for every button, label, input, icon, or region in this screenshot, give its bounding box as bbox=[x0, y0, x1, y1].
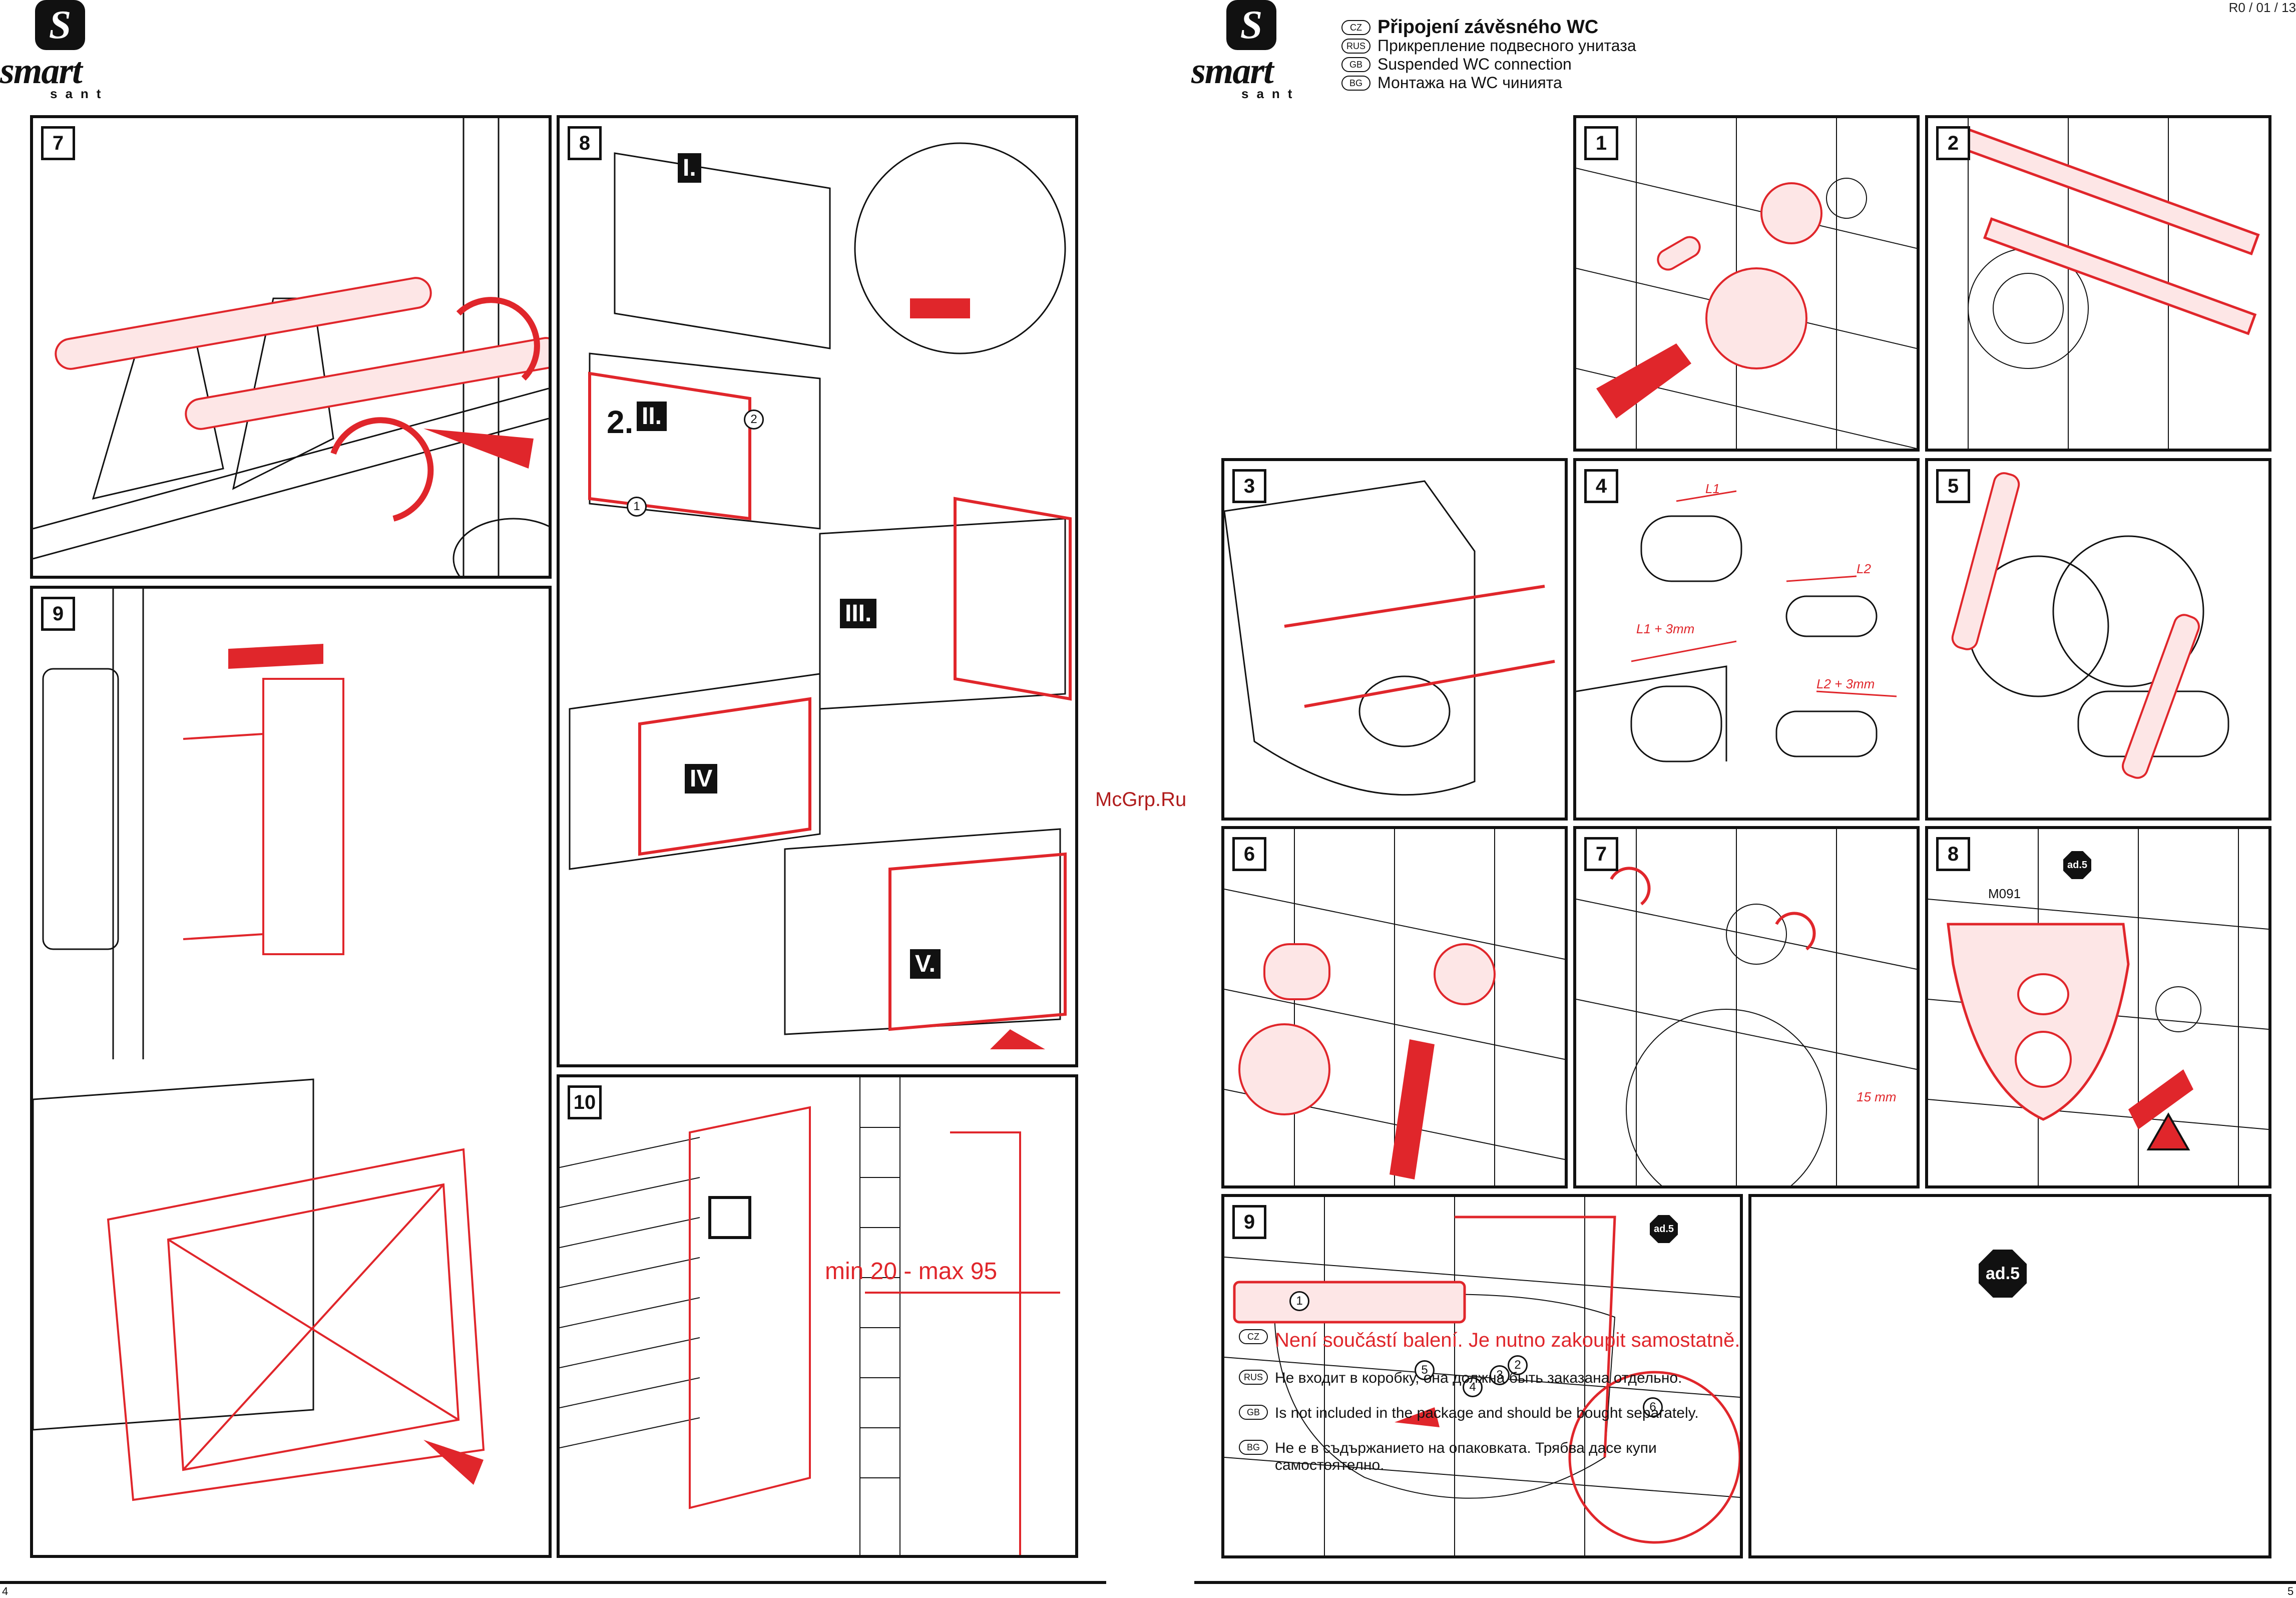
callout-2: 2 bbox=[744, 410, 764, 430]
brand-logo: S smart sant bbox=[1191, 0, 1316, 105]
page-number-right: 5 bbox=[2287, 1585, 2294, 1597]
brand-logo: S smart sant bbox=[0, 0, 125, 105]
label-m091: M091 bbox=[1988, 886, 2021, 901]
step-number: 6 bbox=[1232, 837, 1266, 871]
page-number-left: 4 bbox=[2, 1585, 9, 1597]
panel-r-step-7: 7 15 mm bbox=[1573, 826, 1920, 1188]
step-number: 4 bbox=[1584, 469, 1618, 503]
step-number: 9 bbox=[41, 597, 75, 631]
left-page: S smart sant 7 8 bbox=[0, 0, 1116, 1597]
brand-word: smart bbox=[0, 51, 83, 92]
illustration-rod-adjust bbox=[33, 118, 549, 576]
callout-3: 3 bbox=[1490, 1365, 1510, 1385]
illustration-mount-bowl bbox=[1224, 1197, 1740, 1555]
panel-step-10: 10 min 20 - max 95 bbox=[557, 1074, 1078, 1558]
step-number: 7 bbox=[41, 126, 75, 160]
roman-label-4: IV bbox=[685, 764, 718, 793]
roman-label-3: III. bbox=[840, 599, 877, 628]
bottom-rule-left bbox=[0, 1581, 1106, 1584]
step-number: 10 bbox=[568, 1085, 602, 1119]
illustration-insert-flange bbox=[1224, 829, 1565, 1185]
callout-1: 1 bbox=[1289, 1291, 1309, 1311]
callout-6: 6 bbox=[1643, 1397, 1663, 1417]
callout-5: 5 bbox=[1415, 1360, 1435, 1380]
illustration-measure-bowl bbox=[1224, 480, 1555, 796]
step-number: 7 bbox=[1584, 837, 1618, 871]
panel-step-7: 7 bbox=[30, 115, 552, 579]
panel-step-9: 9 bbox=[30, 586, 552, 1558]
step-number: 3 bbox=[1232, 469, 1266, 503]
callout-2: 2 bbox=[1508, 1355, 1528, 1375]
illustration-fix-studs bbox=[1576, 829, 1917, 1185]
dim-l2-plus: L2 + 3mm bbox=[1816, 676, 1875, 691]
brand-sub: sant bbox=[1241, 86, 1300, 101]
dim-l1: L1 bbox=[1705, 481, 1720, 496]
illustration-cut-pipes bbox=[1576, 490, 1897, 762]
illustration-flange-parts bbox=[1576, 118, 1917, 449]
illustration-flange-set bbox=[1958, 118, 2260, 449]
panel-step-8: 8 I. 2. II. III. IV bbox=[557, 115, 1078, 1067]
ad5-badge-large: ad.5 bbox=[1979, 1250, 2027, 1298]
dim-l1-plus: L1 + 3mm bbox=[1636, 621, 1695, 636]
ad5-badge-small: ad.5 bbox=[2063, 851, 2091, 879]
brand-word: smart bbox=[1191, 51, 1274, 92]
bottom-rule-right bbox=[1194, 1581, 2296, 1584]
callout-1: 1 bbox=[627, 497, 647, 517]
roman-label-1: I. bbox=[678, 153, 701, 183]
panel-r-step-8: 8 M091 ad.5 bbox=[1925, 826, 2271, 1188]
brand-badge: S bbox=[1226, 0, 1276, 50]
watermark: McGrp.Ru bbox=[1095, 788, 1187, 811]
panel-r-step-2: 2 bbox=[1925, 115, 2271, 452]
dim-15mm: 15 mm bbox=[1857, 1089, 1897, 1104]
panel-r-step-1: 1 bbox=[1573, 115, 1920, 452]
panel-note bbox=[1748, 1194, 2271, 1558]
step-number: 9 bbox=[1232, 1205, 1266, 1239]
brand-badge: S bbox=[35, 0, 85, 50]
brand-sub: sant bbox=[50, 86, 109, 101]
step-number: 8 bbox=[568, 126, 602, 160]
illustration-box-assembly bbox=[569, 142, 1072, 1049]
illustration-deburr bbox=[1951, 472, 2229, 779]
step-number: 2 bbox=[1936, 126, 1970, 160]
panel-r-step-5: 5 bbox=[1925, 458, 2271, 821]
illustration-wall-depth bbox=[560, 1077, 1060, 1555]
callout-4: 4 bbox=[1463, 1377, 1483, 1397]
revision-code: R0 / 01 / 13 bbox=[2228, 0, 2296, 15]
step-number: 8 bbox=[1936, 837, 1970, 871]
ad5-badge-panel9: ad.5 bbox=[1650, 1215, 1678, 1243]
illustration-install-box bbox=[33, 589, 485, 1501]
panel-r-step-4: 4 L1 L2 L1 + 3mm L2 + 3mm bbox=[1573, 458, 1920, 821]
panel-r-step-6: 6 bbox=[1221, 826, 1568, 1188]
panel-r-step-3: 3 bbox=[1221, 458, 1568, 821]
dim-l2: L2 bbox=[1857, 561, 1871, 576]
roman-label-5: V. bbox=[910, 949, 941, 979]
illustration-sound-pad bbox=[1928, 829, 2268, 1185]
step-number: 1 bbox=[1584, 126, 1618, 160]
depth-range-label: min 20 - max 95 bbox=[825, 1258, 998, 1285]
roman-label-2: II. bbox=[637, 402, 667, 431]
step-number: 5 bbox=[1936, 469, 1970, 503]
panel-r-step-9: 9 ad.5 1 2 3 4 5 6 bbox=[1221, 1194, 1743, 1558]
label-two: 2. bbox=[607, 404, 634, 440]
